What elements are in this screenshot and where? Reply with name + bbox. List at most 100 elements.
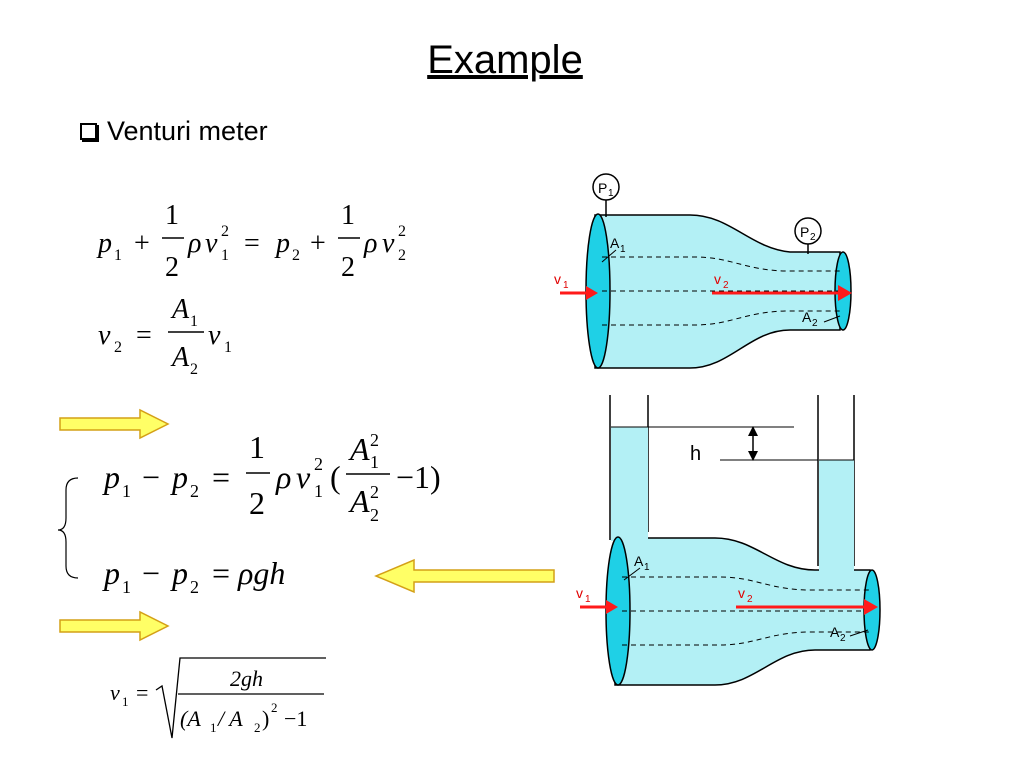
svg-text:+: + [134, 228, 150, 259]
svg-text:/ A: / A [216, 706, 243, 731]
manometer-equation: p 1 − p 2 = ρgh [102, 555, 285, 597]
svg-text:2: 2 [249, 485, 265, 521]
svg-text:1: 1 [221, 247, 229, 264]
svg-text:=: = [136, 320, 152, 351]
svg-text:A: A [170, 342, 190, 373]
svg-text:1: 1 [563, 280, 569, 291]
svg-text:2: 2 [165, 252, 179, 283]
svg-text:1: 1 [165, 200, 179, 231]
svg-text:−1): −1) [396, 459, 441, 495]
svg-text:p: p [102, 555, 120, 591]
svg-text:2: 2 [810, 232, 816, 243]
svg-text:2: 2 [370, 505, 379, 525]
svg-text:2: 2 [292, 247, 300, 264]
svg-text:2: 2 [271, 700, 278, 715]
svg-text:+: + [310, 228, 326, 259]
left-arrow-icon [374, 558, 555, 594]
pressure-gauge-2-icon [794, 217, 822, 245]
venturi-top-diagram: P 1 P 2 A 1 A 2 v 1 v 2 [554, 173, 852, 369]
v1-arrow-icon [586, 286, 598, 300]
venturi-diagrams: P 1 P 2 A 1 A 2 v 1 v 2 [554, 173, 881, 686]
svg-text:(: ( [330, 459, 341, 495]
svg-text:1: 1 [224, 339, 232, 356]
svg-text:=: = [244, 228, 260, 259]
svg-text:P: P [800, 224, 809, 240]
venturi-bottom-diagram: h A 1 A 2 v 1 v 2 [576, 395, 881, 686]
svg-text:v: v [576, 585, 583, 601]
slide-title: Example [427, 38, 583, 82]
svg-text:2: 2 [812, 318, 818, 329]
square-root-sign [155, 657, 326, 739]
svg-text:2: 2 [190, 361, 198, 378]
svg-text:A: A [634, 553, 644, 569]
bernoulli-equation: p 1 + 1 2 ρ v 2 1 = p 2 + 1 2 ρ v 2 2 [96, 200, 406, 283]
svg-text:p: p [170, 459, 188, 495]
checkbox-bullet-icon [80, 123, 97, 140]
svg-text:−: − [142, 459, 160, 495]
curly-brace [57, 477, 79, 579]
pressure-difference-equation: p 1 − p 2 = 1 2 ρ v 2 1 ( A 2 1 A 2 2 −1… [102, 429, 441, 525]
v1-arrow-icon [606, 600, 618, 614]
svg-text:1: 1 [341, 200, 355, 231]
v2-arrow-icon [864, 599, 878, 615]
svg-text:2: 2 [370, 430, 379, 450]
svg-text:P: P [598, 180, 607, 196]
svg-text:1: 1 [122, 481, 131, 501]
svg-text:A: A [802, 309, 812, 325]
svg-text:−1: −1 [284, 706, 307, 731]
bullet-text: Venturi meter [107, 116, 268, 146]
svg-text:1: 1 [370, 452, 379, 472]
svg-text:A: A [348, 431, 370, 467]
equations-panel: p 1 + 1 2 ρ v 2 1 = p 2 + 1 2 ρ v 2 2 v … [57, 200, 555, 739]
svg-text:2gh: 2gh [230, 666, 263, 691]
svg-text:2: 2 [398, 247, 406, 264]
svg-text:p: p [102, 459, 120, 495]
right-arrow-icon [59, 610, 170, 642]
svg-text:=: = [136, 680, 148, 705]
svg-text:1: 1 [114, 247, 122, 264]
svg-text:p: p [170, 555, 188, 591]
svg-text:p: p [96, 228, 112, 259]
svg-text:2: 2 [190, 577, 199, 597]
svg-text:v: v [382, 228, 395, 259]
svg-text:2: 2 [370, 482, 379, 502]
velocity-result-equation: v 1 = 2gh (A 1 / A 2 ) 2 −1 [110, 657, 326, 739]
svg-text:1: 1 [644, 562, 650, 573]
svg-text:v: v [554, 271, 561, 287]
svg-text:=: = [212, 459, 230, 495]
svg-text:1: 1 [210, 720, 217, 735]
svg-text:1: 1 [190, 313, 198, 330]
up-arrowhead-icon [748, 426, 758, 436]
svg-text:2: 2 [254, 720, 261, 735]
svg-text:2: 2 [747, 594, 753, 605]
svg-text:h: h [690, 443, 701, 465]
svg-text:1: 1 [585, 594, 591, 605]
svg-text:=: = [212, 555, 230, 591]
svg-text:ρ: ρ [187, 228, 201, 259]
pressure-gauge-1-icon [592, 173, 620, 201]
svg-text:v: v [208, 320, 221, 351]
svg-text:v: v [110, 680, 120, 705]
continuity-equation: v 2 = A 1 A 2 v 1 [98, 294, 232, 378]
svg-text:v: v [738, 585, 745, 601]
v2-arrow-icon [838, 285, 852, 301]
svg-text:1: 1 [122, 577, 131, 597]
svg-text:A: A [610, 235, 620, 251]
svg-text:2: 2 [314, 454, 323, 474]
down-arrowhead-icon [748, 451, 758, 461]
svg-text:1: 1 [314, 481, 323, 501]
svg-text:2: 2 [190, 481, 199, 501]
svg-text:2: 2 [723, 280, 729, 291]
svg-text:2: 2 [398, 223, 406, 240]
bullet-item: Venturi meter [80, 116, 268, 147]
svg-text:2: 2 [114, 339, 122, 356]
svg-text:2: 2 [840, 633, 846, 644]
svg-text:v: v [296, 459, 311, 495]
svg-text:2: 2 [341, 252, 355, 283]
svg-text:ρgh: ρgh [237, 555, 285, 591]
svg-text:A: A [170, 294, 190, 325]
svg-text:A: A [830, 624, 840, 640]
right-arrow-icon [59, 408, 170, 440]
svg-text:1: 1 [122, 694, 129, 709]
svg-text:p: p [274, 228, 290, 259]
